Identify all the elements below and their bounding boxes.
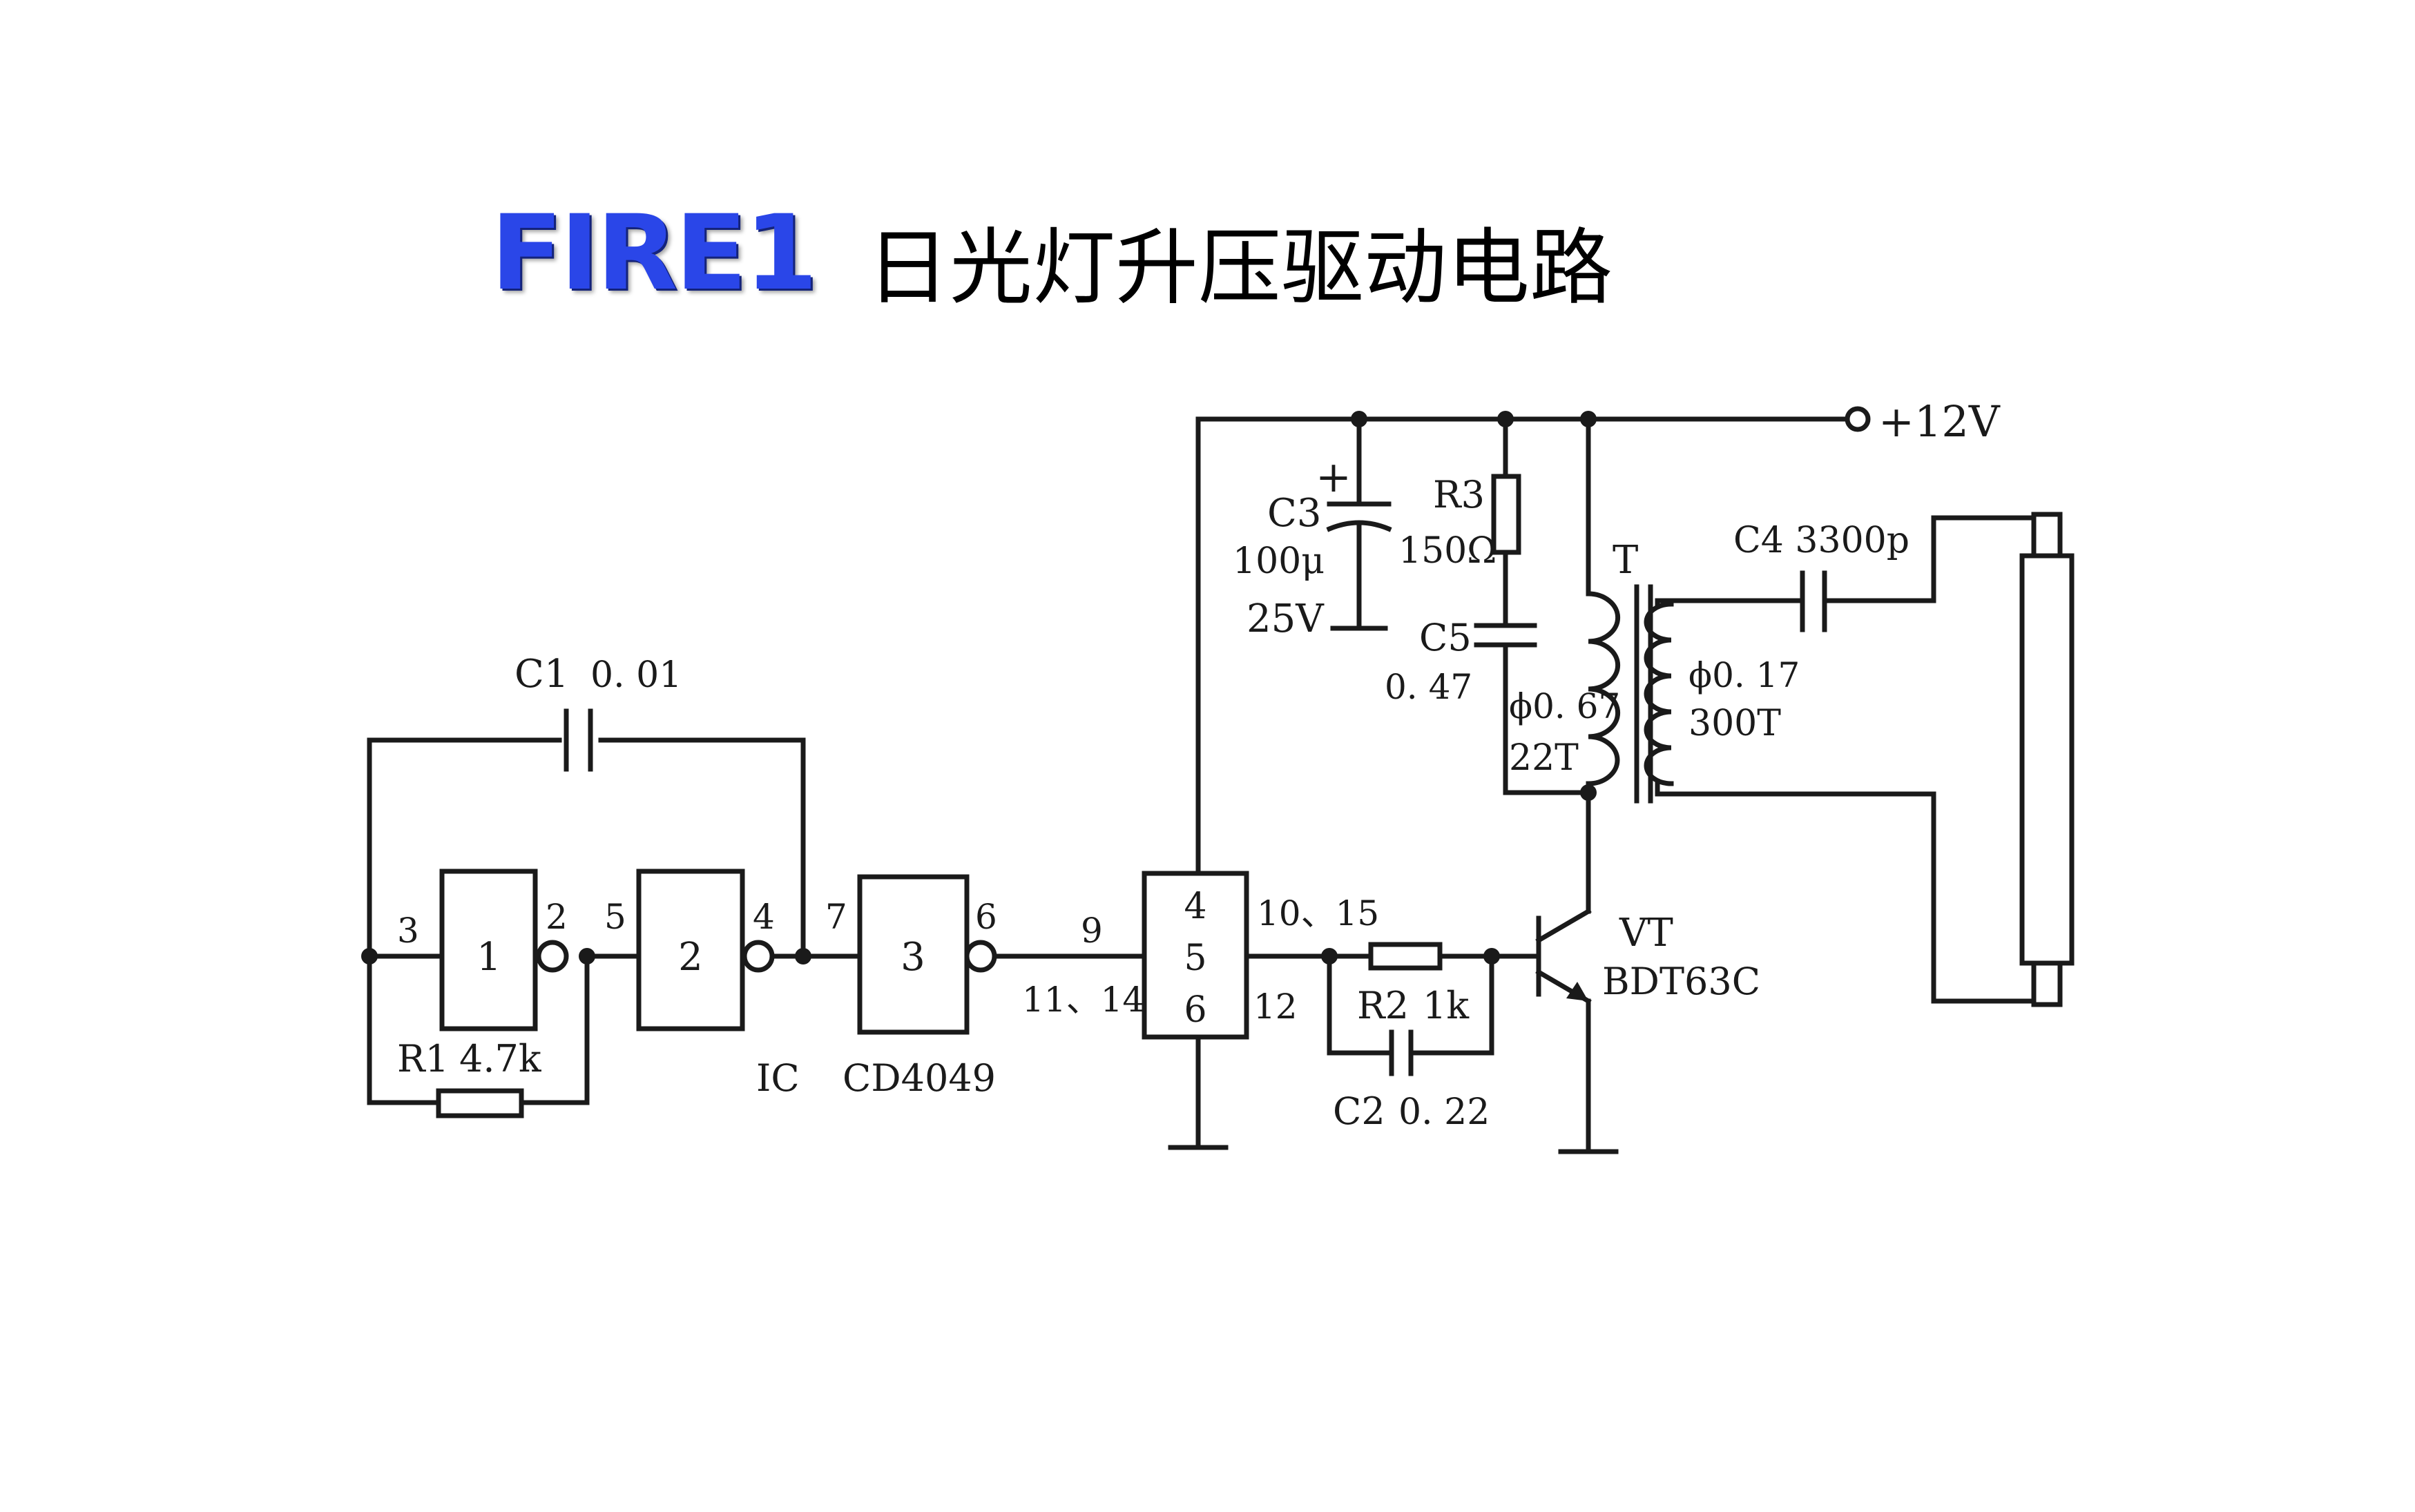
buffer-pin-4: 4 bbox=[1184, 886, 1206, 927]
c1-value: 0. 01 bbox=[590, 655, 682, 696]
c5-capacitor bbox=[1474, 623, 1537, 648]
transformer-primary-turns: 22T bbox=[1509, 737, 1579, 779]
gate-2-bubble bbox=[742, 940, 775, 973]
ic-part: CD4049 bbox=[843, 1056, 996, 1100]
c3-value: 100μ bbox=[1233, 541, 1325, 582]
vt-name: VT bbox=[1619, 911, 1673, 956]
c1-capacitor bbox=[564, 708, 593, 772]
fluorescent-tube bbox=[2019, 512, 2075, 1007]
buffer-pin-6: 6 bbox=[1184, 989, 1206, 1031]
pin-7: 7 bbox=[825, 897, 847, 937]
r3-name: R3 bbox=[1433, 473, 1485, 516]
page-title: 日光灯升压驱动电路 bbox=[867, 220, 1613, 316]
c4-capacitor bbox=[1800, 570, 1827, 632]
c3-voltage: 25V bbox=[1247, 597, 1325, 641]
transformer bbox=[1586, 584, 1674, 804]
gate-1-bubble bbox=[536, 940, 569, 973]
r2-resistor bbox=[1368, 942, 1443, 971]
buffer-block bbox=[1142, 871, 1249, 1040]
pin-3: 3 bbox=[397, 911, 419, 951]
pin-4: 4 bbox=[753, 897, 775, 937]
pin-6: 6 bbox=[975, 897, 997, 937]
ic-label: IC bbox=[756, 1056, 800, 1100]
buffer-pin-5: 5 bbox=[1184, 938, 1206, 979]
c2-name: C2 bbox=[1333, 1089, 1385, 1133]
c5-value: 0. 47 bbox=[1385, 667, 1472, 707]
gate-3-label: 3 bbox=[901, 935, 925, 980]
gate-2-block bbox=[636, 869, 745, 1031]
c2-capacitor bbox=[1389, 1029, 1414, 1076]
r2-value: 1k bbox=[1423, 984, 1470, 1027]
pin-11-14: 11、14 bbox=[1022, 980, 1144, 1020]
transformer-secondary-turns: 300T bbox=[1688, 703, 1781, 744]
r1-value: 4.7k bbox=[459, 1037, 542, 1080]
c1-name: C1 bbox=[514, 652, 568, 697]
c4-label: C4 3300p bbox=[1733, 520, 1909, 561]
supply-label: +12V bbox=[1878, 396, 2001, 447]
c2-value: 0. 22 bbox=[1398, 1092, 1490, 1133]
r1-resistor bbox=[436, 1088, 524, 1118]
r2-name: R2 bbox=[1357, 984, 1409, 1027]
r1-name: R1 bbox=[397, 1037, 449, 1080]
pin-9: 9 bbox=[1081, 911, 1103, 951]
gate-3-bubble bbox=[964, 940, 997, 973]
gate-2-label: 2 bbox=[678, 935, 703, 980]
c3-polarity: + bbox=[1316, 452, 1351, 502]
r3-value: 150Ω bbox=[1398, 530, 1497, 572]
pin-10-15: 10、15 bbox=[1257, 893, 1379, 933]
transformer-primary-wire: ϕ0. 67 bbox=[1509, 686, 1620, 726]
gate-1-label: 1 bbox=[477, 935, 501, 980]
junction-dots bbox=[361, 411, 1597, 965]
c5-name: C5 bbox=[1419, 616, 1472, 659]
gate-1-block bbox=[439, 869, 538, 1031]
wires bbox=[367, 416, 2045, 1154]
supply-terminal bbox=[1845, 406, 1871, 432]
vt-part: BDT63C bbox=[1602, 960, 1760, 1003]
transformer-name: T bbox=[1613, 538, 1638, 583]
transformer-secondary-wire: ϕ0. 17 bbox=[1688, 655, 1800, 695]
pin-2: 2 bbox=[546, 897, 568, 937]
fire1-logo: FIRE1 bbox=[490, 193, 818, 313]
c3-name: C3 bbox=[1267, 491, 1321, 536]
c3-capacitor bbox=[1326, 501, 1392, 532]
r3-resistor bbox=[1491, 474, 1521, 555]
pin-5: 5 bbox=[604, 897, 626, 937]
transistor-vt bbox=[1535, 908, 1592, 1005]
pin-12: 12 bbox=[1253, 987, 1298, 1027]
